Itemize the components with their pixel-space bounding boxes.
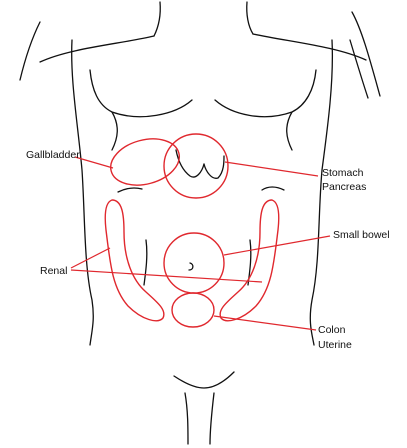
neck-right-line: [246, 1, 254, 35]
right-arm-line: [351, 11, 381, 97]
groin-line: [173, 371, 235, 389]
renal-leader-lower: [70, 269, 263, 283]
label-gallbladder: Gallbladder: [26, 149, 80, 161]
small-bowel-region: [163, 232, 225, 294]
colon-uterine-region: [171, 292, 215, 328]
label-colon: Colon: [318, 324, 346, 336]
right-rib-margin: [203, 155, 225, 179]
gallbladder-region: [110, 138, 180, 186]
pain-regions: [104, 133, 280, 328]
label-uterine: Uterine: [318, 339, 352, 351]
colon-leader: [213, 315, 317, 331]
left-rib-margin: [175, 149, 205, 178]
left-arm-line: [19, 21, 41, 81]
label-stomach: Stomach: [322, 167, 364, 179]
left-shoulder-line: [39, 35, 155, 63]
right-shoulder-line: [252, 33, 367, 61]
stomach-pancreas-region: [163, 133, 229, 199]
left-chest-fold: [111, 111, 118, 151]
right-leg-line: [209, 392, 215, 445]
right-hip-line: [261, 186, 285, 191]
left-leg-line: [184, 392, 189, 445]
left-hip-line: [117, 187, 143, 193]
left-abdominal-crease: [143, 239, 148, 286]
stomach-leader: [224, 161, 319, 177]
right-arm-inner-line: [349, 39, 369, 99]
navel: [188, 262, 194, 271]
renal-left-region: [104, 199, 165, 322]
left-pectoral-line: [89, 69, 193, 118]
left-torso-side: [71, 39, 94, 346]
label-renal: Renal: [40, 265, 67, 277]
renal-right-region: [219, 199, 280, 322]
neck-left-line: [153, 1, 161, 37]
right-torso-side: [309, 39, 334, 346]
leader-lines: [70, 156, 331, 331]
label-small-bowel: Small bowel: [333, 229, 390, 241]
torso-outline: [19, 1, 381, 445]
right-chest-fold: [286, 111, 293, 151]
labels: Gallbladder Stomach Pancreas Small bowel…: [26, 149, 390, 351]
renal-leader-upper: [70, 247, 111, 269]
right-pectoral-line: [214, 69, 317, 118]
gallbladder-leader: [74, 156, 114, 169]
small-bowel-leader: [223, 235, 331, 256]
label-pancreas: Pancreas: [322, 181, 366, 193]
